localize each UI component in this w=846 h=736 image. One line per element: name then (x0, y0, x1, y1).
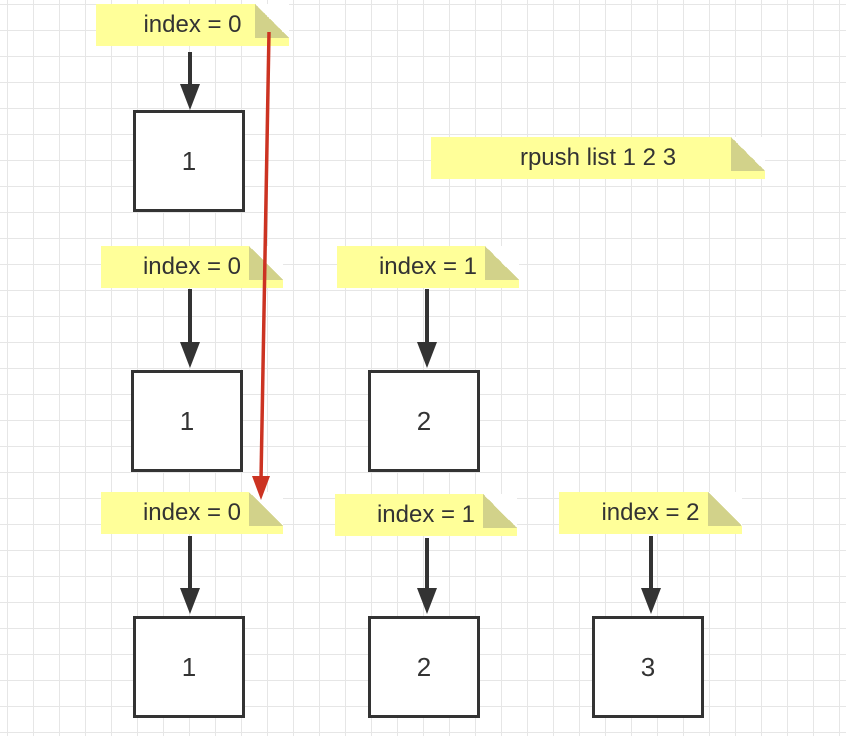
index-note: index = 0 (101, 246, 283, 288)
pointer-arrow (180, 52, 200, 110)
node-value: 1 (179, 405, 195, 436)
index-note: index = 1 (337, 246, 519, 288)
index-note: index = 2 (559, 492, 742, 534)
pointer-arrow (417, 289, 437, 368)
node-value: 1 (181, 145, 197, 176)
index-label: index = 0 (143, 11, 242, 38)
index-note: index = 0 (101, 492, 283, 534)
pointer-arrow (641, 536, 661, 614)
node-value: 3 (640, 651, 656, 682)
node-value: 2 (416, 651, 432, 682)
index-label: index = 0 (142, 499, 242, 526)
pointer-arrow (180, 536, 200, 614)
list-node: 2 (368, 616, 480, 718)
list-node: 1 (133, 110, 245, 212)
command-note-text: rpush list 1 2 3 (519, 144, 677, 171)
node-value: 2 (416, 405, 432, 436)
index-label: index = 2 (601, 499, 700, 526)
list-node: 1 (131, 370, 243, 472)
index-label: index = 0 (142, 253, 242, 280)
index-note: index = 0 (96, 4, 289, 46)
index-note: index = 1 (335, 494, 517, 536)
pointer-arrow (417, 538, 437, 614)
index-label: index = 1 (376, 501, 476, 528)
list-node: 3 (592, 616, 704, 718)
command-note: rpush list 1 2 3 (431, 137, 765, 179)
index-label: index = 1 (378, 253, 478, 280)
pointer-arrow (180, 289, 200, 368)
list-node: 1 (133, 616, 245, 718)
node-value: 1 (181, 651, 197, 682)
list-node: 2 (368, 370, 480, 472)
